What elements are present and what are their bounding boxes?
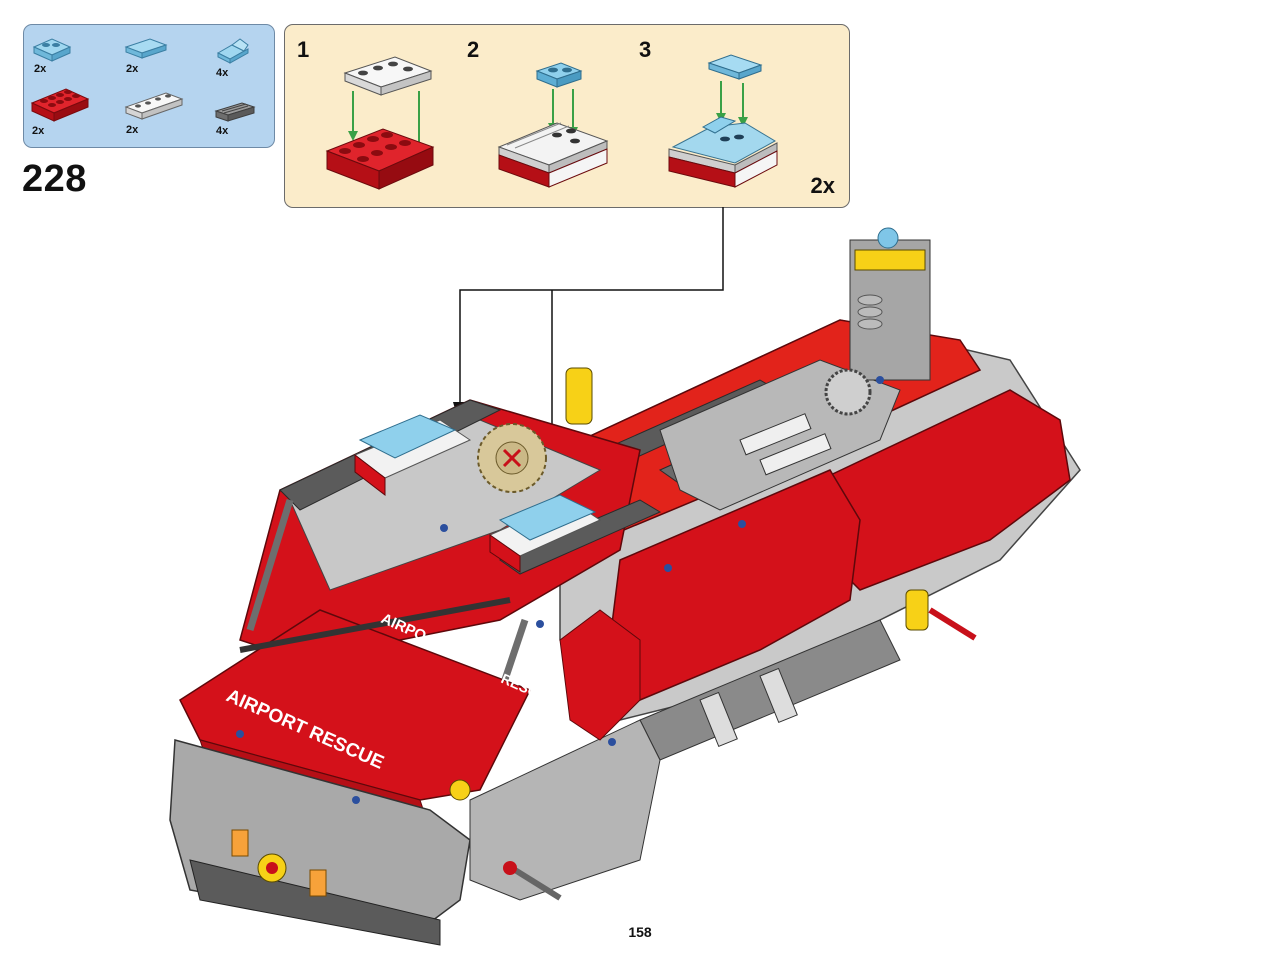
sub-step-number: 3 <box>639 37 652 62</box>
trans-blue-plate-icon <box>32 38 72 62</box>
part-qty: 4x <box>216 125 229 137</box>
sub-step-number: 1 <box>297 37 310 62</box>
part-qty: 2x <box>34 63 47 75</box>
trans-blue-slope-icon <box>216 38 249 64</box>
parts-list-box: 2x 2x 4x 2x <box>23 24 275 148</box>
part-qty: 2x <box>126 63 139 75</box>
page-number: 158 <box>628 924 652 940</box>
sub-step-number: 2 <box>467 37 480 62</box>
sub-assembly-multiplier: 2x <box>810 173 835 198</box>
sub-step-1-illustration <box>325 56 435 190</box>
part-trans-blue-plate: 2x <box>32 33 72 75</box>
grey-grille-icon <box>214 102 256 122</box>
part-grey-grille: 4x <box>214 99 258 137</box>
trans-blue-tile-icon <box>124 38 168 59</box>
part-red-plate: 2x <box>30 83 90 137</box>
red-plate-icon <box>30 88 90 122</box>
part-qty: 2x <box>32 125 45 137</box>
sub-step-3-illustration <box>668 54 778 188</box>
part-qty: 4x <box>216 67 229 79</box>
part-qty: 2x <box>126 124 139 136</box>
sub-step-2-illustration <box>497 62 609 188</box>
part-trans-blue-tile: 2x <box>124 35 168 75</box>
part-trans-blue-slope: 4x <box>214 35 254 79</box>
sub-assembly-box: 1 2 3 <box>284 24 850 208</box>
step-number: 228 <box>22 158 87 200</box>
part-white-plate: 2x <box>124 91 184 136</box>
white-plate-icon <box>124 92 184 120</box>
